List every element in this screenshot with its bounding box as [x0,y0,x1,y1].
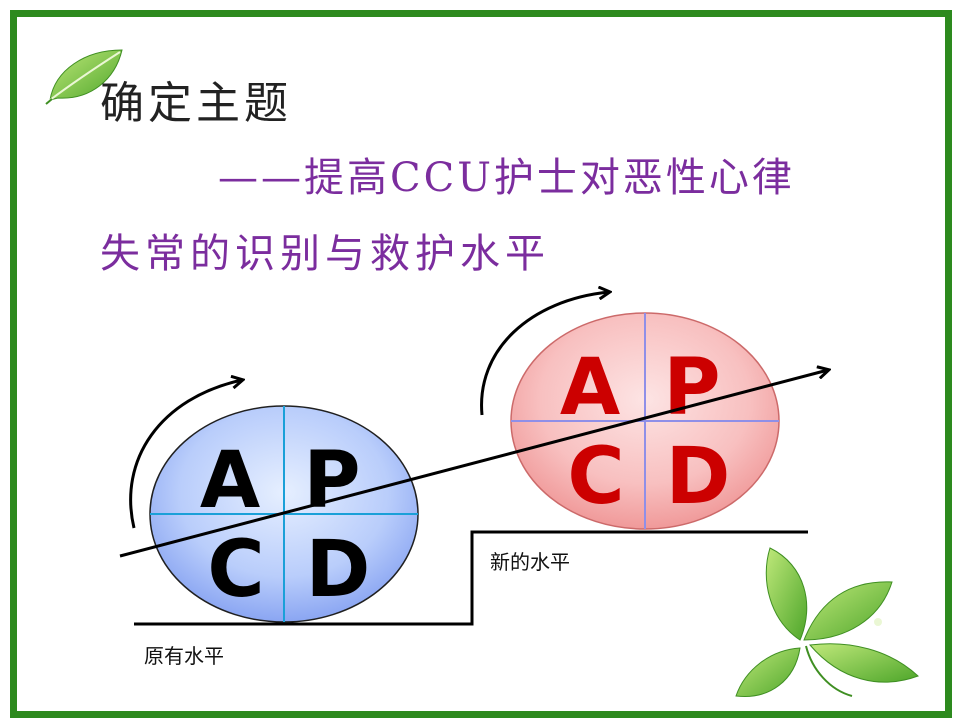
level-step-line [134,530,808,626]
leaf-decoration-icon [45,49,123,105]
old-level-label: 原有水平 [144,644,224,668]
new-cycle-a: A [560,343,620,433]
slide-title: 确定主题 [100,78,292,129]
new-level-label: 新的水平 [490,550,570,574]
subtitle-line-2: 失常的识别与救护水平 [100,231,550,277]
new-cycle-p: P [663,343,720,433]
new-cycle-c: C [567,432,624,522]
old-cycle-c: C [207,525,264,615]
improvement-trend-arrow [119,370,828,558]
pdca-cycle-new: A P C D [510,312,780,530]
old-cycle-p: P [303,436,360,526]
rotation-arrow-new [480,292,609,416]
subtitle-line-1: ——提高CCU护士对恶性心律 [218,155,795,201]
old-cycle-d: D [306,525,371,615]
rotation-arrow-old [129,380,242,529]
new-cycle-d: D [666,432,731,522]
leaves-decoration-icon [735,547,919,697]
old-cycle-a: A [200,436,260,526]
